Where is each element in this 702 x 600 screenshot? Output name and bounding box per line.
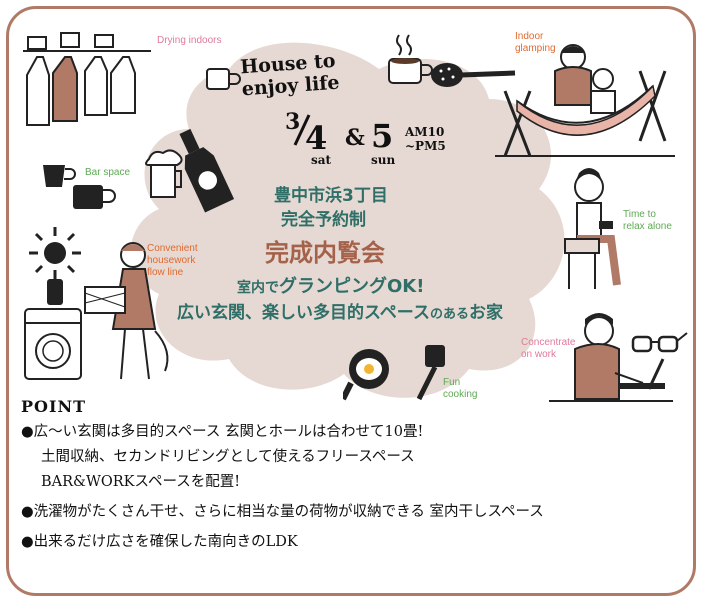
caption-drying: Drying indoors [157, 35, 222, 46]
point-item-1-sub-2: BAR&WORKスペースを配置! [41, 474, 241, 490]
points-section: POINT ●広～い玄関は多目的スペース 玄関とホールは合わせて10畳! 土間収… [21, 397, 544, 555]
tagline-prefix: 室内で [237, 280, 279, 296]
frying-pan-icon [343, 349, 389, 401]
caption-glamping: Indoor glamping [515, 31, 556, 54]
date-slash [293, 114, 311, 146]
tagline-line1: 室内でグランピングOK! [237, 272, 424, 298]
location-text: 豊中市浜3丁目 [274, 186, 388, 206]
point-item-1: ●広～い玄関は多目的スペース 玄関とホールは合わせて10畳! [21, 424, 424, 440]
flyer-card: House to enjoy life 3 4 sat & 5 sun AM10… [6, 6, 696, 596]
hammock-icon [495, 44, 675, 157]
laptop-man-icon [549, 313, 673, 402]
main-title: House to enjoy life [239, 49, 341, 101]
glasses-icon [631, 332, 688, 353]
date1-month: 3 [285, 109, 301, 135]
date-amp: & [345, 125, 365, 151]
sun-icon [29, 227, 81, 279]
caption-cooking: Fun cooking [443, 377, 478, 400]
tagline-line2: 広い玄関、楽しい多目的スペースのあるお家 [177, 298, 503, 323]
washing-machine-icon [24, 279, 82, 380]
caption-housework: Convenient housework flow line [147, 243, 198, 278]
background-blob [130, 42, 565, 398]
date2-dow: sun [371, 153, 396, 167]
headline-text: 完成内覧会 [265, 239, 385, 267]
relaxing-woman-icon [564, 168, 621, 289]
date1-day: 4 [305, 119, 328, 157]
beer-icon [145, 149, 183, 198]
clothes-rack-icon [23, 32, 151, 126]
point-item-2: ●洗濯物がたくさん干せ、さらに相当な量の荷物が収納できる 室内干しスペース [21, 504, 544, 520]
date1-dow: sat [311, 153, 332, 167]
point-item-3: ●出来るだけ広さを確保した南向きのLDK [21, 534, 298, 550]
tagline2-part-c: お家 [468, 303, 503, 323]
points-heading: POINT [21, 397, 86, 416]
event-date-block: 3 4 sat & 5 sun AM10 ~PM5 [279, 109, 479, 169]
reservation-text: 完全予約制 [281, 210, 366, 230]
caption-bar: Bar space [85, 167, 131, 178]
bottle-icon [179, 128, 235, 213]
tagline2-part-a: 広い玄関、楽しい多目的スペース [177, 303, 430, 323]
caption-relax: Time to relax alone [623, 209, 672, 232]
event-time: AM10 ~PM5 [405, 125, 446, 153]
bar-cup-icon [43, 165, 76, 187]
tagline2-part-b: のある [429, 307, 469, 322]
laundry-woman-icon [84, 242, 169, 380]
tagline-highlight: グランピングOK! [279, 276, 425, 297]
spatula-icon [416, 345, 445, 401]
mug-icon [206, 68, 241, 90]
caption-concentrate: Concentrate on work [521, 337, 576, 360]
coffee-icon [388, 34, 433, 84]
ladle-icon [431, 63, 516, 87]
bar-mug-icon [73, 185, 116, 209]
date2-day: 5 [371, 117, 394, 155]
point-item-1-sub-1: 土間収納、セカンドリビングとして使えるフリースペース [41, 449, 415, 465]
